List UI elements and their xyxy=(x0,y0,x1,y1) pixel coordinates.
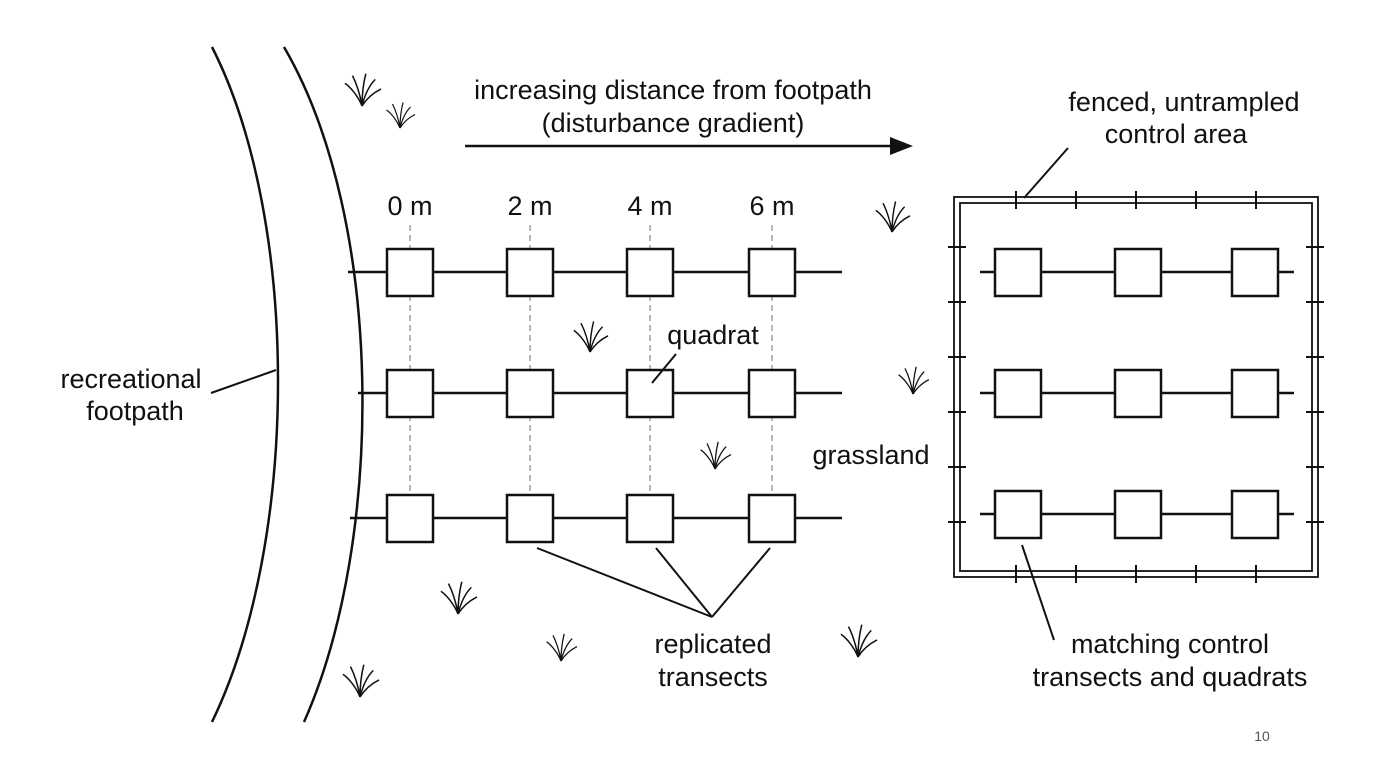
control-quadrat xyxy=(1230,247,1280,298)
grass-tuft-icon xyxy=(440,580,478,615)
control-area-label-line2: control area xyxy=(1105,119,1249,149)
quadrat xyxy=(747,247,797,298)
control-area-leader xyxy=(1023,147,1069,199)
footpath-label-line2: footpath xyxy=(86,396,184,426)
replicated-label-line2: transects xyxy=(658,662,768,692)
control-quadrat xyxy=(1113,489,1163,540)
footpath-edge-left xyxy=(210,46,280,723)
replicated-leader xyxy=(655,547,713,618)
control-quadrat xyxy=(993,247,1043,298)
quadrat xyxy=(747,493,797,544)
footpath-edge-right xyxy=(282,46,364,723)
control-quadrat xyxy=(1230,368,1280,419)
control-quadrat xyxy=(1230,489,1280,540)
distance-label-2m: 2 m xyxy=(507,191,552,221)
control-quadrat xyxy=(993,489,1043,540)
quadrat xyxy=(385,493,435,544)
quadrat xyxy=(385,247,435,298)
quadrat xyxy=(505,493,555,544)
control-transects-label-line1: matching control xyxy=(1071,629,1269,659)
arrow-label-line2: (disturbance gradient) xyxy=(542,108,805,138)
control-quadrat xyxy=(993,368,1043,419)
arrow-label-line1: increasing distance from footpath xyxy=(474,75,872,105)
control-area-label-line1: fenced, untrampled xyxy=(1068,87,1299,117)
distance-guides xyxy=(409,225,773,496)
grass-tuft-icon xyxy=(545,633,578,662)
grass-tuft-icon xyxy=(344,72,382,107)
control-transects-label-line2: transects and quadrats xyxy=(1033,662,1308,692)
page-number: 10 xyxy=(1254,728,1270,744)
control-quadrat xyxy=(1113,368,1163,419)
leader-lines xyxy=(210,147,1069,641)
distance-label-0m: 0 m xyxy=(387,191,432,221)
control-quadrats xyxy=(993,247,1280,540)
quadrat-leader xyxy=(651,353,677,384)
replicated-leader xyxy=(536,547,713,618)
grass-tuft-icon xyxy=(840,623,878,658)
quadrat xyxy=(505,368,555,419)
quadrat xyxy=(747,368,797,419)
grass-tuft-icon xyxy=(342,663,380,698)
distance-label-6m: 6 m xyxy=(749,191,794,221)
control-transects-leader xyxy=(1021,544,1055,641)
quadrat xyxy=(385,368,435,419)
grassland-label: grassland xyxy=(812,440,929,470)
distance-label-4m: 4 m xyxy=(627,191,672,221)
quadrat xyxy=(625,368,675,419)
grass-tuft-icon xyxy=(573,320,609,353)
footpath-label-line1: recreational xyxy=(60,364,201,394)
footpath xyxy=(210,46,364,723)
grass-tuft-icon xyxy=(385,101,416,129)
grass-tuft-icon xyxy=(897,366,930,395)
quadrat xyxy=(505,247,555,298)
quadrat-label: quadrat xyxy=(667,320,759,350)
fence-posts xyxy=(948,191,1324,583)
gradient-arrow xyxy=(465,137,913,155)
quadrats xyxy=(385,247,797,544)
quadrat xyxy=(625,247,675,298)
footpath-leader xyxy=(210,369,277,394)
replicated-label-line1: replicated xyxy=(654,629,771,659)
replicated-leader xyxy=(711,547,771,618)
grass-tuft-icon xyxy=(699,441,732,470)
quadrat xyxy=(625,493,675,544)
control-quadrat xyxy=(1113,247,1163,298)
grass-tuft-icon xyxy=(875,200,911,233)
